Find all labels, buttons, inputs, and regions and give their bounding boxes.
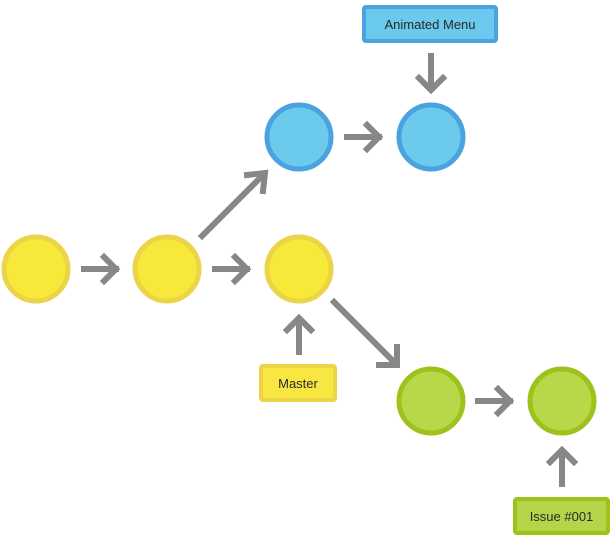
branch-label-animated-menu: Animated Menu bbox=[362, 5, 498, 43]
arrow-diagonal-down bbox=[329, 297, 400, 368]
arrow-diagonal-up bbox=[197, 169, 269, 241]
arrow-right bbox=[212, 252, 252, 286]
branch-label-text: Master bbox=[278, 375, 318, 391]
commit-node-master-3 bbox=[264, 234, 334, 304]
arrow-up bbox=[282, 313, 316, 355]
commit-node-master-2 bbox=[132, 234, 202, 304]
branch-label-text: Animated Menu bbox=[384, 16, 476, 32]
arrow-right bbox=[81, 252, 121, 286]
commit-node-issue-2 bbox=[527, 366, 597, 436]
branch-label-issue: Issue #001 bbox=[513, 497, 610, 535]
commit-node-master-1 bbox=[1, 234, 71, 304]
branch-label-master: Master bbox=[259, 364, 337, 402]
arrow-right bbox=[344, 120, 384, 154]
commit-node-issue-1 bbox=[396, 366, 466, 436]
commit-node-animated-menu-2 bbox=[396, 102, 466, 172]
arrow-up bbox=[545, 445, 579, 487]
arrow-right bbox=[475, 384, 515, 418]
arrow-down bbox=[414, 53, 448, 95]
branch-label-text: Issue #001 bbox=[529, 508, 594, 524]
commit-node-animated-menu-1 bbox=[264, 102, 334, 172]
